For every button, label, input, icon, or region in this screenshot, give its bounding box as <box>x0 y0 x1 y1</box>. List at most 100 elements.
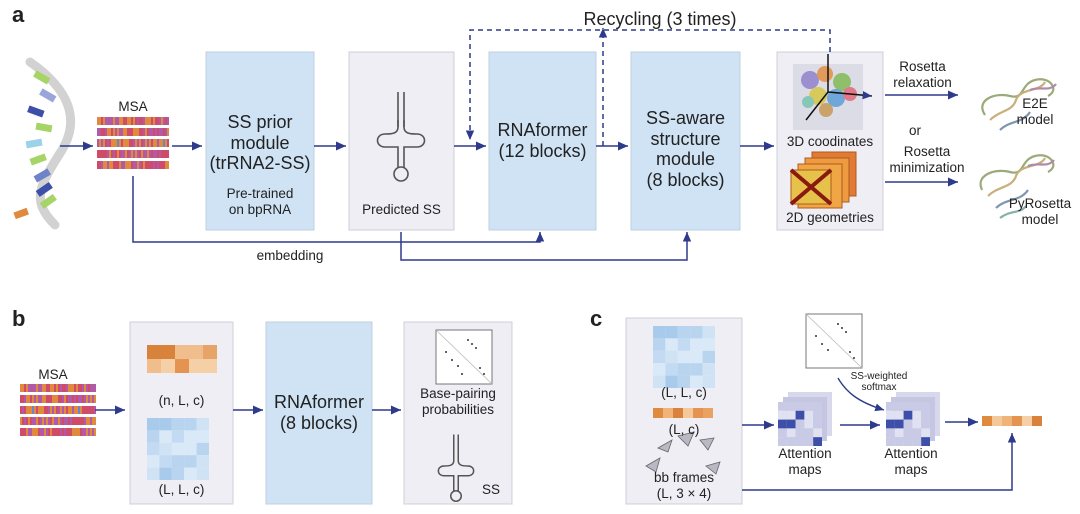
msa-cell <box>40 395 42 403</box>
heatmap-cell-blue <box>677 350 691 364</box>
msa-cell <box>22 384 24 392</box>
msa-cell <box>46 406 48 414</box>
msa-cell <box>133 150 135 158</box>
msa-cell <box>46 417 48 425</box>
heatmap-cell-blue <box>147 418 160 431</box>
msa-cell <box>94 395 96 403</box>
msa-cell <box>113 117 115 125</box>
msa-cell <box>74 384 76 392</box>
msa-cell <box>139 150 141 158</box>
msa-cell <box>147 139 149 147</box>
msa-cell <box>117 117 119 125</box>
msa-cell <box>97 128 99 136</box>
structure-module-box <box>630 51 741 231</box>
msa-cell <box>46 428 48 436</box>
msa-cell <box>105 150 107 158</box>
bb-frames-label: bb frames (L, 3 × 4) <box>653 470 715 501</box>
embedding-cell <box>1022 416 1032 426</box>
msa-cell <box>32 428 34 436</box>
heatmap-cell-blue <box>702 326 715 339</box>
msa-cell <box>68 384 70 392</box>
msa-cell <box>103 139 105 147</box>
msa-cell <box>123 150 125 158</box>
msa-cell <box>44 428 46 436</box>
rnaformer-label-b: RNAformer (8 blocks) <box>273 392 364 433</box>
attention-cell <box>795 419 805 429</box>
heatmap-cell-blue <box>171 467 185 480</box>
msa-cell <box>60 406 62 414</box>
embedding-cell <box>1002 416 1012 426</box>
msa-cell <box>113 161 115 169</box>
attention-cell <box>921 437 930 446</box>
msa-cell <box>78 384 80 392</box>
msa-cell <box>113 128 115 136</box>
msa-cell <box>151 128 153 136</box>
msa-cell <box>70 406 72 414</box>
attention-cell <box>894 437 904 446</box>
msa-cell <box>151 161 153 169</box>
msa-cell <box>105 161 107 169</box>
heatmap-cell-blue <box>677 375 691 388</box>
attention-cell <box>886 410 895 420</box>
msa-cell <box>111 150 113 158</box>
msa-cell <box>70 417 72 425</box>
msa-cell <box>74 417 76 425</box>
msa-cell <box>42 428 44 436</box>
msa-cell <box>32 384 34 392</box>
msa-cell <box>127 139 129 147</box>
msa-cell <box>62 428 64 436</box>
heatmap-cell-blue <box>147 442 160 456</box>
attention-cell <box>778 428 787 438</box>
heatmap-cell-blue <box>702 363 715 376</box>
msa-cell <box>103 161 105 169</box>
msa-cell <box>101 161 103 169</box>
msa-cell <box>82 428 84 436</box>
msa-cell <box>105 117 107 125</box>
nlc-label: (n, L, c) <box>158 393 205 408</box>
msa-cell <box>74 395 76 403</box>
msa-cell <box>129 128 131 136</box>
msa-cell <box>22 395 24 403</box>
msa-cell <box>143 161 145 169</box>
msa-cell <box>50 417 52 425</box>
msa-cell <box>52 417 54 425</box>
msa-cell <box>66 406 68 414</box>
msa-cell <box>78 417 80 425</box>
llc-label-c: (L, L, c) <box>661 385 707 400</box>
msa-cell <box>92 406 94 414</box>
embedding-cell <box>673 408 683 418</box>
msa-cell <box>137 139 139 147</box>
msa-cell <box>30 417 32 425</box>
msa-cell <box>48 428 50 436</box>
base-pairing-label: Base-pairing probabilities <box>420 386 496 417</box>
heatmap-cell-blue <box>159 467 172 480</box>
msa-cell <box>163 150 165 158</box>
msa-cell <box>107 117 109 125</box>
heatmap-cell-blue <box>159 455 172 468</box>
msa-cell <box>103 150 105 158</box>
rna-strand-icon <box>13 57 75 230</box>
msa-cell <box>103 128 105 136</box>
msa-cell <box>90 384 92 392</box>
heatmap-cell-blue <box>196 467 209 480</box>
msa-cell <box>56 384 58 392</box>
heatmap-cell-blue <box>690 363 703 376</box>
heatmap-cell-orange <box>175 359 189 373</box>
msa-cell <box>159 128 161 136</box>
heatmap-cell-blue <box>653 350 666 364</box>
msa-cell <box>121 117 123 125</box>
msa-cell <box>84 395 86 403</box>
rnaformer-label-a: RNAformer (12 blocks) <box>497 120 588 161</box>
msa-cell <box>149 128 151 136</box>
msa-cell <box>153 128 155 136</box>
msa-cell <box>38 428 40 436</box>
msa-cell <box>97 117 99 125</box>
msa-cell <box>133 161 135 169</box>
msa-cell <box>129 117 131 125</box>
msa-cell <box>165 139 167 147</box>
heatmap-cell-orange <box>161 345 175 359</box>
msa-cell <box>143 139 145 147</box>
msa-cell <box>20 395 22 403</box>
msa-cell <box>111 117 113 125</box>
